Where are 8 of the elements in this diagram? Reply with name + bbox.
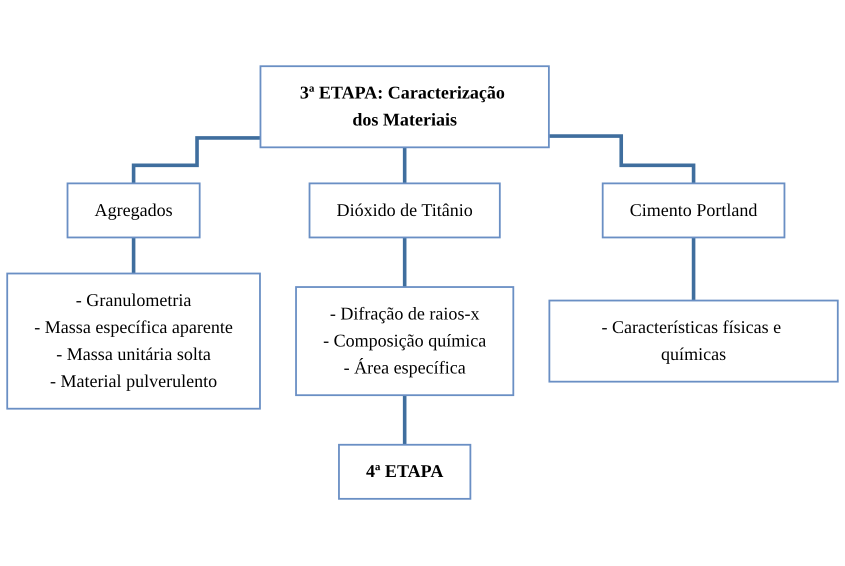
node-box: 4ª ETAPA [338, 444, 472, 500]
node-box: - Granulometria - Massa específica aparente - Massa unitária solta - Material pulverulento [6, 273, 261, 410]
node-box: Cimento Portland [602, 182, 786, 239]
node-box: Agregados [66, 182, 201, 239]
node-box: 3ª ETAPA: Caracterização dos Materiais [260, 66, 550, 149]
node-box: - Difração de raios-x - Composição química - Área específica [295, 286, 514, 397]
node-box: - Características físicas e químicas [548, 300, 839, 384]
node-box: Dióxido de Titânio [308, 182, 501, 239]
